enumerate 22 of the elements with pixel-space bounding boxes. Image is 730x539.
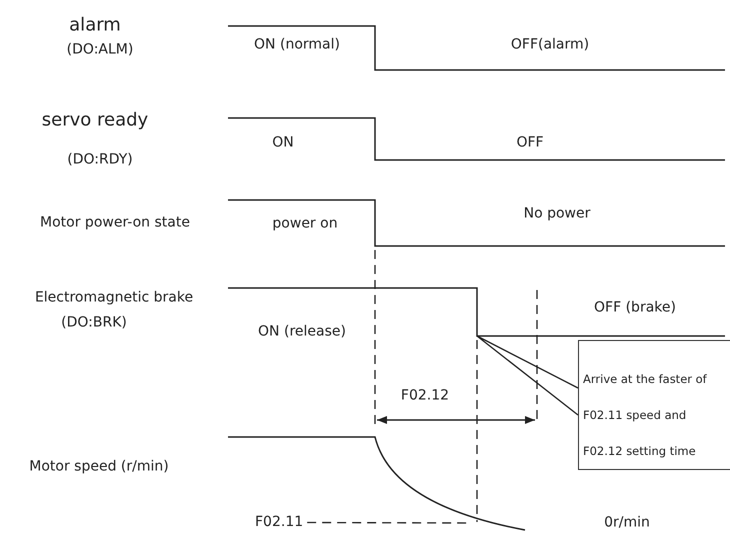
state-label: OFF(alarm) — [510, 36, 590, 54]
signal-code: (DO:RDY) — [67, 152, 133, 168]
signal-name: Motor speed (r/min) — [29, 458, 169, 476]
state-label: No power — [524, 206, 590, 222]
reference-label: F02.11 — [255, 514, 304, 531]
callout-box — [578, 340, 730, 470]
signal-code: (DO:ALM) — [66, 42, 134, 58]
dimension-label: F02.12 — [400, 388, 450, 404]
state-label: ON — [272, 134, 294, 152]
signal-name: Motor power-on state — [40, 214, 190, 232]
signal-code: (DO:BRK) — [61, 314, 127, 332]
state-label: ON (normal) — [254, 36, 340, 54]
state-label: OFF — [516, 134, 544, 152]
value-label: 0r/min — [604, 514, 650, 532]
state-label: ON (release) — [258, 324, 346, 340]
state-label: OFF (brake) — [594, 300, 676, 316]
signal-name: alarm — [69, 14, 121, 36]
callout-text: Arrive at the faster of F02.11 speed and F02.12 setting time — [583, 371, 708, 460]
leader-line — [476, 335, 578, 416]
signal-name: servo ready — [42, 110, 148, 130]
signal-name: Electromagnetic brake — [34, 290, 194, 306]
state-label: power on — [272, 216, 338, 232]
